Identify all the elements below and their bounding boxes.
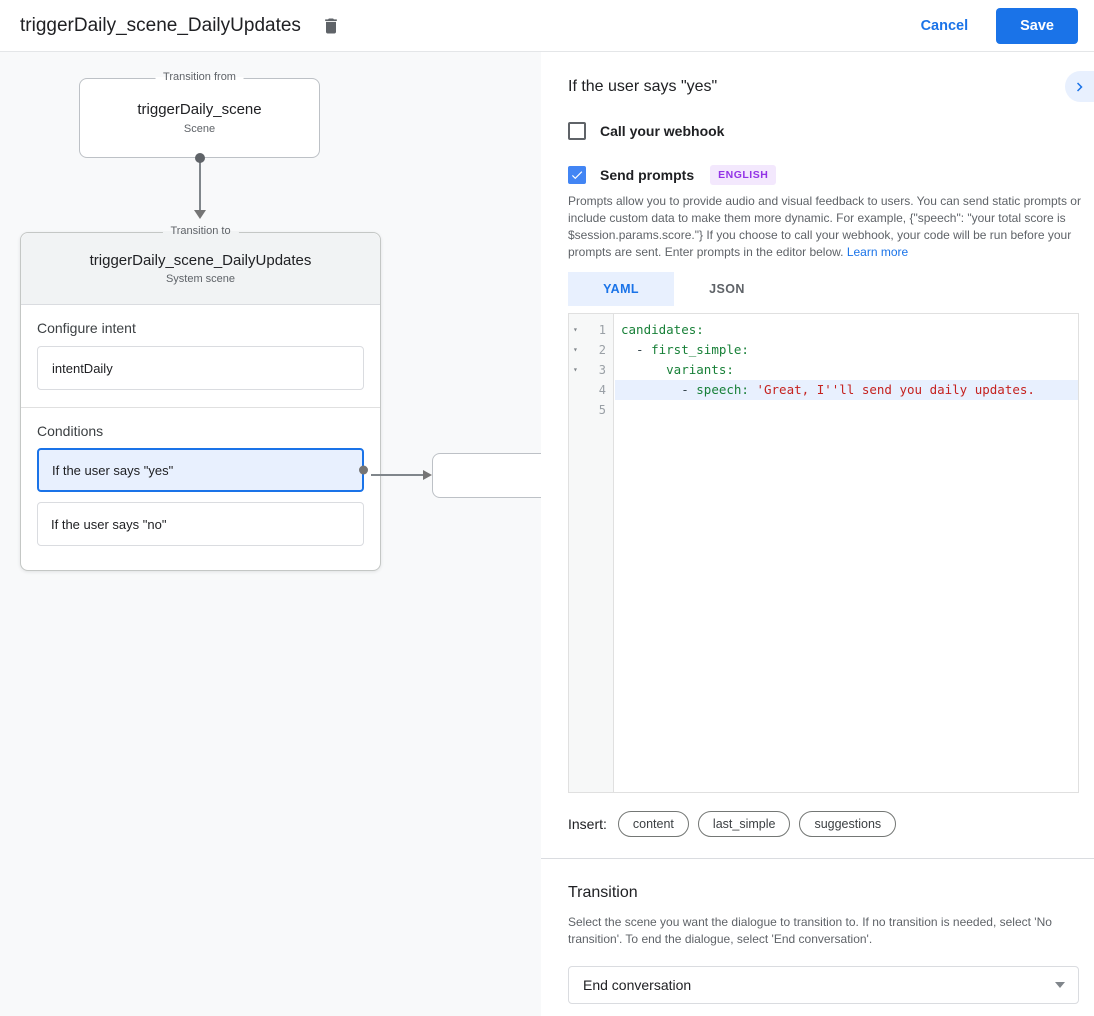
transition-to-legend: Transition to: [162, 225, 239, 237]
chevron-right-icon: [1071, 78, 1089, 96]
condition-port-dot: [359, 465, 368, 475]
section-divider: [541, 858, 1094, 859]
line-number: 3: [598, 363, 606, 377]
page-title: triggerDaily_scene_DailyUpdates: [20, 14, 301, 36]
transition-from-node[interactable]: Transition from triggerDaily_scene Scene: [79, 71, 320, 158]
language-badge: ENGLISH: [710, 165, 777, 185]
scene-diagram-canvas[interactable]: Transition from triggerDaily_scene Scene…: [0, 52, 541, 1016]
checkmark-icon: [570, 168, 584, 182]
prompts-description-text: Prompts allow you to provide audio and v…: [568, 194, 1081, 259]
connector-line-vertical: [199, 159, 201, 210]
editor-format-tabs: YAML JSON: [568, 272, 780, 306]
scene-card-header: triggerDaily_scene_DailyUpdates System s…: [21, 233, 380, 305]
condition-editor-panel: If the user says "yes" Call your webhook…: [541, 52, 1094, 1016]
gutter-cell: ▾1: [569, 320, 615, 340]
code-line[interactable]: ▾3 variants:: [569, 360, 1078, 380]
line-number: 2: [598, 343, 606, 357]
save-button[interactable]: Save: [996, 7, 1078, 44]
insert-row: Insert: content last_simple suggestions: [568, 811, 897, 837]
trash-icon: [321, 15, 341, 37]
insert-chip-content[interactable]: content: [617, 811, 689, 837]
code-token-key: first_simple:: [651, 342, 749, 357]
tab-yaml[interactable]: YAML: [568, 272, 674, 306]
transition-target-node[interactable]: [432, 453, 541, 498]
line-number: 1: [598, 323, 606, 337]
configure-intent-section: Configure intent intentDaily: [21, 305, 380, 408]
transition-section-title: Transition: [568, 884, 638, 901]
webhook-label: Call your webhook: [600, 123, 725, 139]
gutter-cell: 5: [569, 400, 615, 420]
code-line-content[interactable]: candidates:: [615, 320, 1078, 340]
send-prompts-checkbox[interactable]: [568, 166, 586, 184]
transition-from-name: triggerDaily_scene: [137, 101, 262, 118]
condition-item-label: If the user says "yes": [52, 462, 174, 478]
learn-more-link[interactable]: Learn more: [846, 245, 909, 259]
delete-button[interactable]: [317, 12, 345, 40]
webhook-checkbox[interactable]: [568, 122, 586, 140]
fold-arrow-icon[interactable]: ▾: [573, 345, 578, 354]
top-bar: triggerDaily_scene_DailyUpdates Cancel S…: [0, 0, 1094, 52]
code-token-plain: -: [621, 382, 697, 397]
insert-chip-last-simple[interactable]: last_simple: [697, 811, 791, 837]
transition-to-node[interactable]: Transition to triggerDaily_scene_DailyUp…: [20, 225, 381, 571]
code-token-key: candidates:: [621, 322, 704, 337]
code-line-content[interactable]: variants:: [615, 360, 1078, 380]
transition-select[interactable]: End conversation: [568, 966, 1079, 1004]
code-line-content[interactable]: - speech: 'Great, I''ll send you daily u…: [615, 380, 1078, 400]
prompts-description: Prompts allow you to provide audio and v…: [568, 193, 1086, 261]
connector-line-horizontal: [371, 474, 424, 476]
transition-from-legend: Transition from: [155, 71, 244, 83]
fold-arrow-icon[interactable]: ▾: [573, 365, 578, 374]
insert-label: Insert:: [568, 816, 607, 832]
code-token-key: variants:: [666, 362, 734, 377]
code-line[interactable]: 5: [569, 400, 1078, 420]
insert-chip-suggestions[interactable]: suggestions: [799, 811, 897, 837]
send-prompts-label: Send prompts: [600, 167, 695, 183]
configure-intent-label: Configure intent: [37, 320, 136, 336]
code-token-key: speech:: [696, 382, 757, 397]
transition-description: Select the scene you want the dialogue t…: [568, 915, 1052, 946]
transition-to-type: System scene: [165, 273, 236, 285]
tab-json[interactable]: JSON: [674, 272, 780, 306]
condition-item-no[interactable]: If the user says "no": [37, 502, 364, 546]
caret-down-icon: [1055, 982, 1065, 988]
arrowhead-right-icon: [423, 470, 432, 480]
code-line-content[interactable]: - first_simple:: [615, 340, 1078, 360]
conditions-section: Conditions If the user says "yes" If the…: [21, 408, 380, 563]
editor-gutter: [569, 314, 614, 792]
code-line[interactable]: 4 - speech: 'Great, I''ll send you daily…: [569, 380, 1078, 400]
code-line-content[interactable]: [615, 400, 1078, 420]
topbar-actions: Cancel Save: [920, 7, 1078, 44]
line-number: 4: [598, 383, 606, 397]
line-number: 5: [598, 403, 606, 417]
arrowhead-down-icon: [194, 210, 206, 219]
condition-item-yes[interactable]: If the user says "yes": [37, 448, 368, 492]
transition-select-value: End conversation: [583, 977, 692, 993]
gutter-cell: 4: [569, 380, 615, 400]
transition-from-type: Scene: [183, 123, 216, 135]
code-token-plain: -: [621, 342, 652, 357]
collapse-panel-button[interactable]: [1065, 71, 1094, 102]
transition-to-name: triggerDaily_scene_DailyUpdates: [89, 252, 312, 269]
gutter-cell: ▾2: [569, 340, 615, 360]
panel-title: If the user says "yes": [568, 78, 718, 95]
send-prompts-checkbox-row[interactable]: Send prompts ENGLISH: [568, 165, 777, 185]
code-token-string: 'Great, I''ll send you daily updates.: [756, 382, 1035, 397]
intent-field[interactable]: intentDaily: [37, 346, 364, 390]
fold-arrow-icon[interactable]: ▾: [573, 325, 578, 334]
condition-item-label: If the user says "no": [51, 516, 167, 532]
cancel-button[interactable]: Cancel: [920, 17, 969, 34]
connector-dot: [195, 153, 205, 163]
code-line[interactable]: ▾2 - first_simple:: [569, 340, 1078, 360]
gutter-cell: ▾3: [569, 360, 615, 380]
webhook-checkbox-row[interactable]: Call your webhook: [568, 122, 724, 140]
code-token-plain: [621, 362, 666, 377]
conditions-label: Conditions: [37, 423, 104, 439]
